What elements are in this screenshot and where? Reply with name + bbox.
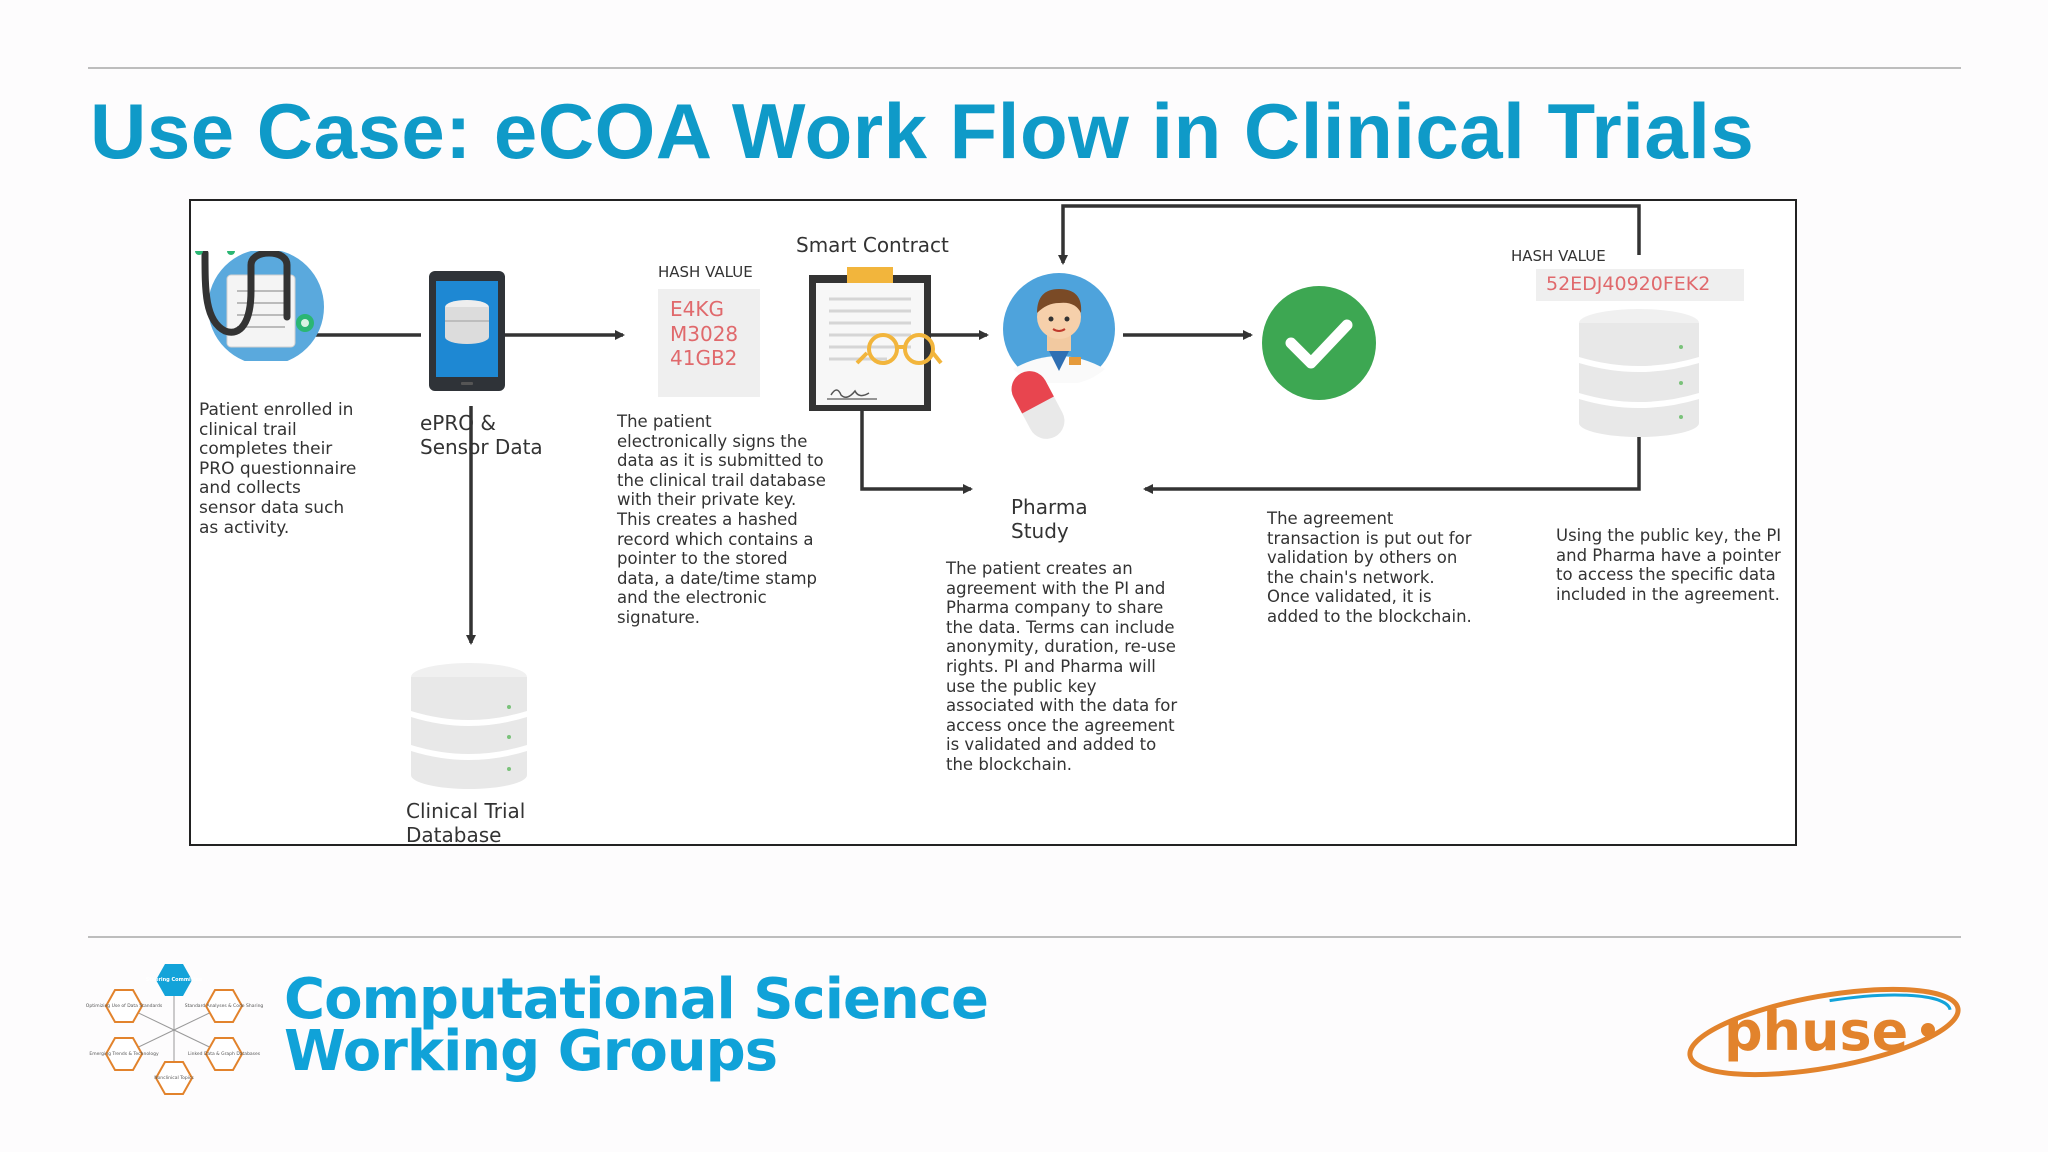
hash-value-2: 52EDJ40920FEK2 [1546, 273, 1711, 295]
hex-label-0: Steering Committee [146, 977, 203, 983]
arrow-database-to-doctor [1058, 204, 1641, 265]
phuse-logo: phuse [1684, 982, 1966, 1082]
arrow-database-to-pharma [1143, 435, 1641, 494]
page-title: Use Case: eCOA Work Flow in Clinical Tri… [90, 87, 1755, 175]
pharma-study-label: Pharma Study [1011, 495, 1088, 543]
bottom-divider [88, 936, 1961, 938]
working-groups-title: Computational Science Working Groups [284, 967, 989, 1084]
hex-label-5: Optimizing Use of Data Standards [86, 1003, 163, 1009]
patient-description: Patient enrolled in clinical trail compl… [199, 400, 357, 538]
stethoscope-clipboard-icon [191, 247, 331, 365]
hex-label-4: Emerging Trends & Technology [89, 1051, 159, 1057]
hex-label-2: Linked Data & Graph Databases [188, 1051, 261, 1057]
smart-contract-label: Smart Contract [796, 233, 949, 257]
blockchain-database-icon [1577, 307, 1701, 439]
agreement-description: The patient creates an agreement with th… [946, 559, 1178, 774]
pill-icon [1003, 365, 1073, 445]
clipboard-contract-icon [807, 267, 947, 415]
epro-sensor-label: ePRO & Sensor Data [420, 411, 543, 459]
hex-label-3: Nonclinical Topics [154, 1075, 194, 1081]
hash-value-box-2: 52EDJ40920FEK2 [1536, 269, 1744, 301]
access-description: Using the public key, the PI and Pharma … [1556, 526, 1782, 604]
hash-value-box-1: E4KG M3028 41GB2 [658, 289, 760, 397]
checkmark-circle-icon [1261, 285, 1377, 401]
clinical-database-label: Clinical Trial Database [406, 799, 526, 846]
phuse-wordmark: phuse [1724, 1000, 1908, 1063]
hash-value-1: E4KG M3028 41GB2 [670, 297, 739, 370]
hash-value-caption-2: HASH VALUE [1511, 247, 1606, 265]
clinical-database-icon [409, 661, 529, 791]
top-divider [88, 67, 1961, 69]
tablet-database-icon [427, 269, 507, 393]
hash-value-caption-1: HASH VALUE [658, 263, 753, 281]
signature-description: The patient electronically signs the dat… [617, 412, 826, 627]
workflow-diagram: Patient enrolled in clinical trail compl… [189, 199, 1797, 846]
hex-label-1: Standard Analyses & Code Sharing [185, 1003, 264, 1009]
working-groups-hexagon-logo: Steering Committee Standard Analyses & C… [84, 960, 264, 1100]
validation-description: The agreement transaction is put out for… [1267, 509, 1472, 626]
